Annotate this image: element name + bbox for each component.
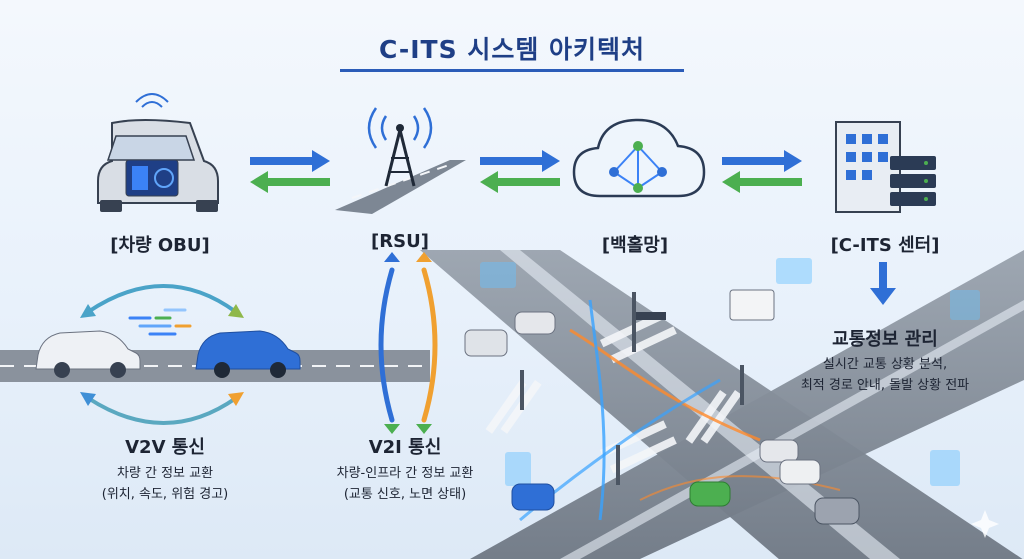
car-obu-icon <box>97 93 219 212</box>
v2v-arrows <box>80 284 244 425</box>
rsu-backhaul-arrows <box>480 150 560 193</box>
traffic-mgmt-title: 교통정보 관리 <box>832 329 938 350</box>
node-label-obu: [차량 OBU] <box>110 235 210 256</box>
traffic-mgmt-desc-2: 최적 경로 안내, 돌발 상황 전파 <box>800 378 970 393</box>
data-center-building-icon <box>835 121 936 213</box>
node-label-center: [C-ITS 센터] <box>830 235 940 256</box>
rsu-tower-icon <box>335 107 466 214</box>
v2v-desc-1: 차량 간 정보 교환 <box>116 466 214 481</box>
v2i-arrows <box>378 252 438 434</box>
node-label-backhaul: [백홀망] <box>601 235 669 256</box>
backhaul-center-arrows <box>722 150 802 193</box>
cloud-network-icon <box>572 118 706 198</box>
intersection-cars <box>464 289 860 525</box>
center-down-arrow <box>870 262 896 305</box>
v2v-road-illustration <box>0 308 430 382</box>
link-arrows <box>250 150 802 193</box>
traffic-mgmt-desc-1: 실시간 교통 상황 분석, <box>822 357 948 372</box>
diagram-title: C-ITS 시스템 아키텍처 <box>378 35 646 64</box>
title-underline <box>340 69 684 72</box>
v2i-desc-2: (교통 신호, 노면 상태) <box>343 487 467 502</box>
v2v-desc-2: (위치, 속도, 위험 경고) <box>101 487 229 502</box>
node-label-rsu: [RSU] <box>371 231 429 252</box>
sparkle-icon <box>971 510 999 538</box>
v2i-title: V2I 통신 <box>368 437 442 458</box>
intersection-illustration <box>420 250 1024 559</box>
v2v-title: V2V 통신 <box>125 437 205 458</box>
obu-rsu-arrows <box>250 150 330 193</box>
v2i-desc-1: 차량-인프라 간 정보 교환 <box>336 466 474 481</box>
